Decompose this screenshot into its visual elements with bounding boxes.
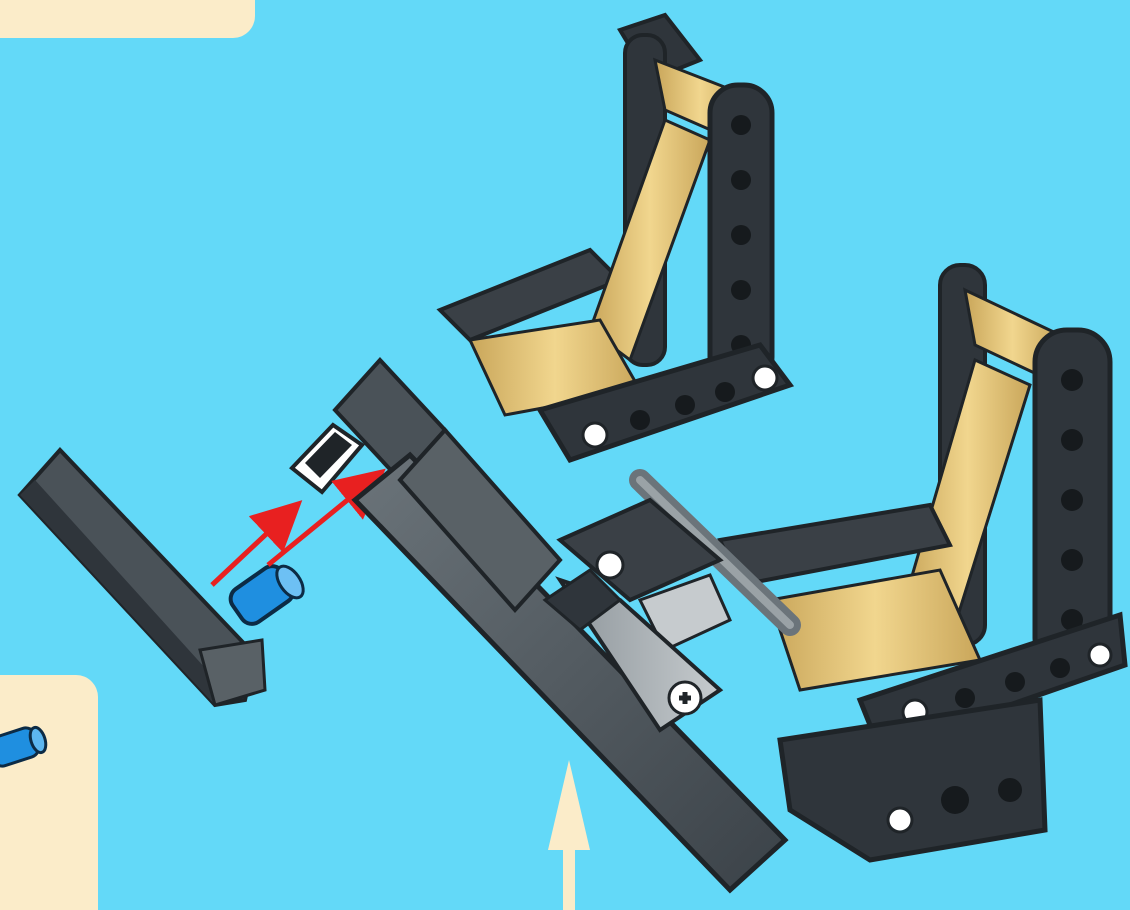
rotate-guide-arrow bbox=[548, 760, 590, 910]
placement-arrows bbox=[212, 475, 378, 585]
blue-pin-part bbox=[226, 561, 309, 628]
l-liftarm-part bbox=[20, 450, 265, 705]
connector-part-icon bbox=[292, 425, 362, 492]
blue-axle-pin-icon bbox=[0, 725, 49, 768]
